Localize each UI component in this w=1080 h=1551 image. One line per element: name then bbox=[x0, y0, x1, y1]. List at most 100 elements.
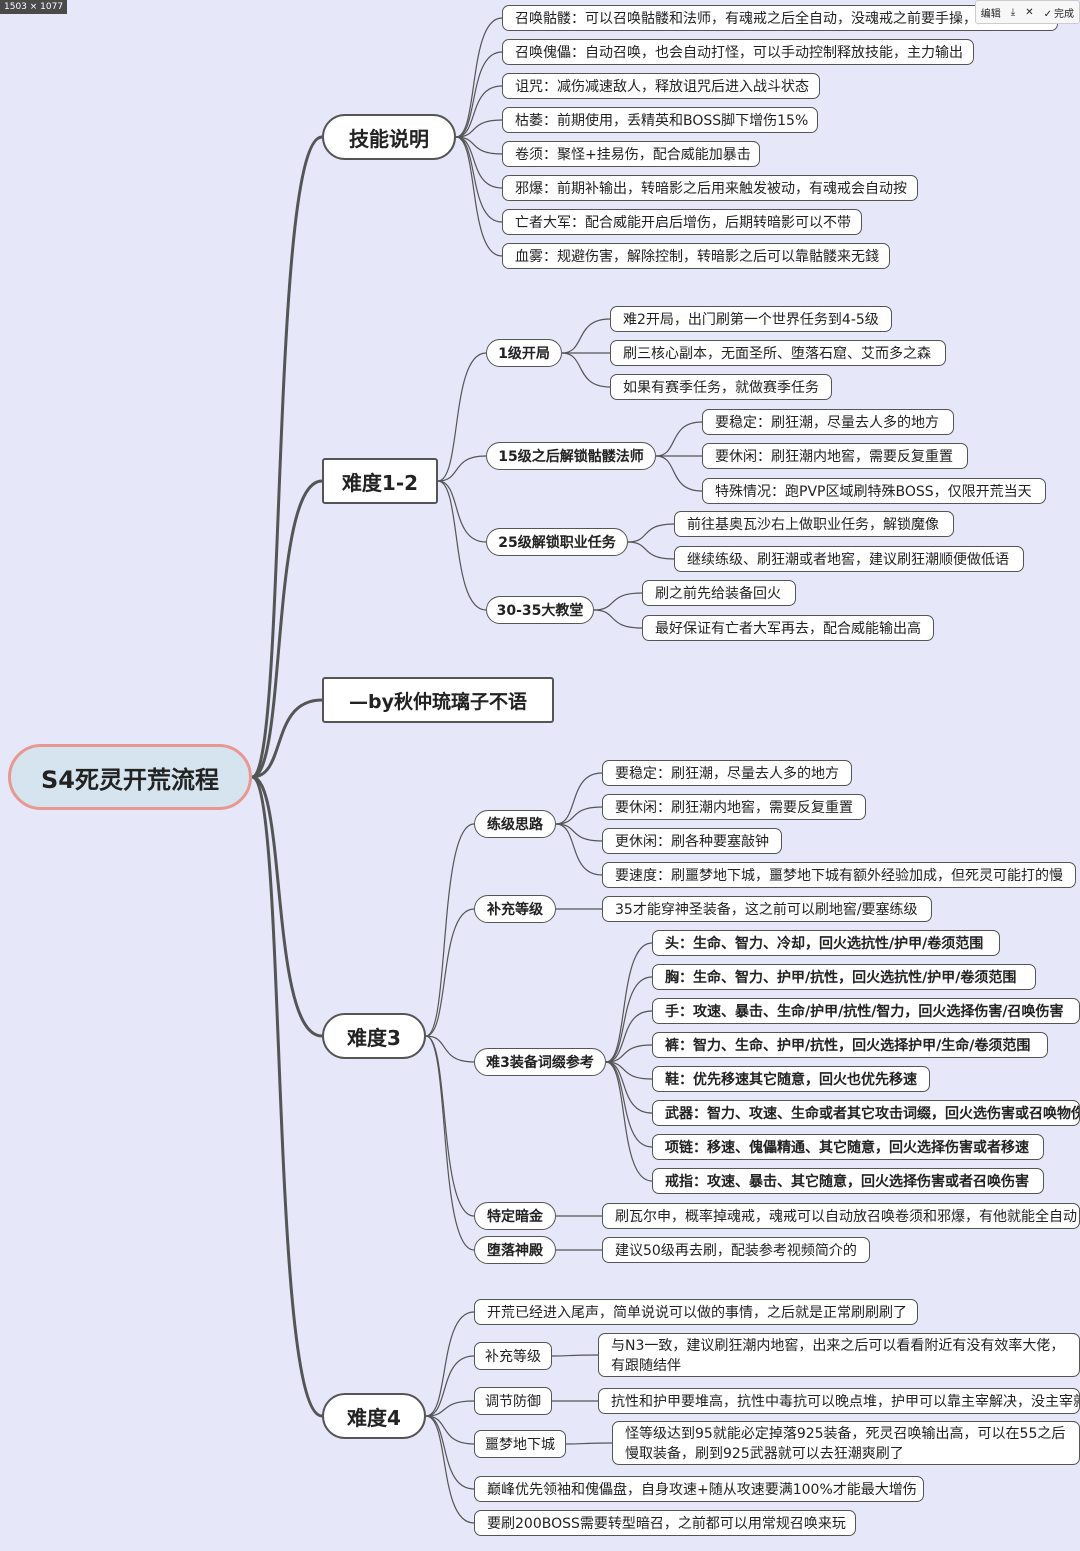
connector-line bbox=[627, 523, 675, 543]
d12-group-cathedral[interactable]: 30-35大教堂 bbox=[486, 596, 594, 624]
connector-line bbox=[455, 136, 503, 155]
d3-item[interactable]: 要稳定：刷狂潮，尽量去人多的地方 bbox=[602, 760, 852, 786]
connector-line bbox=[455, 119, 503, 138]
d4-group-defense[interactable]: 调节防御 bbox=[474, 1387, 552, 1415]
difficulty-4-node[interactable]: 难度4 bbox=[322, 1393, 426, 1439]
connector-line bbox=[555, 823, 603, 842]
connector-line bbox=[437, 480, 487, 543]
connector-line bbox=[425, 1355, 475, 1417]
d3-group-temple[interactable]: 堕落神殿 bbox=[474, 1236, 556, 1264]
edit-button[interactable]: 编辑 bbox=[980, 8, 1001, 20]
d3-item[interactable]: 更休闲：刷各种要塞敲钟 bbox=[602, 828, 782, 854]
connector-line bbox=[425, 1415, 475, 1445]
connector-line bbox=[605, 1061, 653, 1114]
d3-group-affixes[interactable]: 难3装备词缀参考 bbox=[474, 1048, 606, 1076]
d12-item[interactable]: 要休闲：刷狂潮内地窖，需要反复重置 bbox=[702, 443, 968, 469]
skills-node[interactable]: 技能说明 bbox=[322, 114, 456, 160]
connector-line bbox=[425, 1035, 475, 1063]
d3-item[interactable]: 刷瓦尔申，概率掉魂戒，魂戒可以自动放召唤卷须和邪爆，有他就能全自动 bbox=[602, 1203, 1080, 1229]
skill-item[interactable]: 邪爆：前期补输出，转暗影之后用来触发被动，有魂戒会自动按 bbox=[502, 175, 918, 201]
d3-affix-item[interactable]: 戒指：攻速、暴击、其它随意，回火选择伤害或者召唤伤害 bbox=[652, 1168, 1044, 1194]
connector-line bbox=[251, 479, 323, 779]
d3-item[interactable]: 要速度：刷噩梦地下城，噩梦地下城有额外经验加成，但死灵可能打的慢 bbox=[602, 862, 1076, 888]
d12-item[interactable]: 如果有赛季任务，就做赛季任务 bbox=[610, 374, 832, 400]
done-label: 完成 bbox=[1054, 8, 1074, 20]
d3-affix-item[interactable]: 手：攻速、暴击、生命/护甲/抗性/智力，回火选择伤害/召唤伤害 bbox=[652, 998, 1080, 1024]
connector-line bbox=[561, 318, 611, 354]
connector-line bbox=[251, 775, 323, 1038]
connector-line bbox=[425, 1035, 475, 1251]
d3-group-leveling[interactable]: 练级思路 bbox=[474, 810, 556, 838]
connector-line bbox=[437, 480, 487, 611]
d4-item[interactable]: 与N3一致，建议刷狂潮内地窖，出来之后可以看看附近有没有效率大佬，有跟随结伴 bbox=[598, 1333, 1080, 1377]
connector-line bbox=[627, 541, 675, 560]
d12-group-level1[interactable]: 1级开局 bbox=[486, 339, 562, 367]
connector-line bbox=[605, 942, 653, 1063]
skill-item[interactable]: 亡者大军：配合威能开启后增伤，后期转暗影可以不带 bbox=[502, 209, 862, 235]
skill-item[interactable]: 枯萎：前期使用，丢精英和BOSS脚下增伤15% bbox=[502, 107, 818, 133]
connector-line bbox=[455, 85, 503, 138]
d3-affix-item[interactable]: 鞋：优先移速其它随意，回火也优先移速 bbox=[652, 1066, 930, 1092]
connector-line bbox=[655, 421, 703, 457]
connector-line bbox=[561, 352, 611, 388]
d3-affix-item[interactable]: 胸：生命、智力、护甲/抗性，回火选抗性/护甲/卷须范围 bbox=[652, 964, 1036, 990]
d3-affix-item[interactable]: 武器：智力、攻速、生命或者其它攻击词缀，回火选伤害或召唤物伤 bbox=[652, 1100, 1080, 1126]
d4-intro[interactable]: 开荒已经进入尾声，简单说说可以做的事情，之后就是正常刷刷刷了 bbox=[474, 1299, 918, 1325]
skill-item[interactable]: 卷须：聚怪+挂易伤，配合威能加暴击 bbox=[502, 141, 760, 167]
download-icon[interactable]: ⤓ bbox=[1010, 6, 1016, 18]
skill-item[interactable]: 召唤骷髅：可以召唤骷髅和法师，有魂戒之后全自动，没魂戒之前要手操，无魂戒前 bbox=[502, 5, 1058, 31]
connector-line bbox=[425, 908, 475, 1037]
connector-line bbox=[437, 352, 487, 482]
difficulty-3-node[interactable]: 难度3 bbox=[322, 1013, 426, 1059]
d3-group-unique[interactable]: 特定暗金 bbox=[474, 1202, 556, 1230]
d12-item[interactable]: 要稳定：刷狂潮，尽量去人多的地方 bbox=[702, 409, 954, 435]
d12-item[interactable]: 刷之前先给装备回火 bbox=[642, 580, 796, 606]
d3-item[interactable]: 35才能穿神圣装备，这之前可以刷地窖/要塞练级 bbox=[602, 896, 932, 922]
connector-line bbox=[555, 806, 603, 825]
d3-item[interactable]: 建议50级再去刷，配装参考视频简介的 bbox=[602, 1237, 870, 1263]
d12-item[interactable]: 最好保证有亡者大军再去，配合威能输出高 bbox=[642, 615, 934, 641]
connector-line bbox=[455, 17, 503, 138]
connector-line bbox=[425, 1400, 475, 1417]
d3-group-level-supplement[interactable]: 补充等级 bbox=[474, 895, 556, 923]
difficulty-1-2-node[interactable]: 难度1-2 bbox=[322, 458, 438, 504]
d12-item[interactable]: 前往基奥瓦沙右上做职业任务，解锁魔像 bbox=[674, 511, 954, 537]
byline-node[interactable]: —by秋仲琉璃子不语 bbox=[322, 677, 554, 723]
d12-item[interactable]: 特殊情况：跑PVP区域刷特殊BOSS，仅限开荒当天 bbox=[702, 478, 1046, 504]
connector-line bbox=[551, 1354, 599, 1357]
d3-affix-item[interactable]: 头：生命、智力、冷却，回火选抗性/护甲/卷须范围 bbox=[652, 930, 1000, 956]
d4-item[interactable]: 抗性和护甲要堆高，抗性中毒抗可以晚点堆，护甲可以靠主宰解决，没主宰就 bbox=[598, 1388, 1080, 1414]
d3-item[interactable]: 要休闲：刷狂潮内地窖，需要反复重置 bbox=[602, 794, 866, 820]
connector-line bbox=[425, 823, 475, 1037]
root-node[interactable]: S4死灵开荒流程 bbox=[8, 744, 252, 810]
d12-group-level25[interactable]: 25级解锁职业任务 bbox=[486, 528, 628, 556]
d4-group-level[interactable]: 补充等级 bbox=[474, 1342, 552, 1370]
d12-group-level15[interactable]: 15级之后解锁骷髅法师 bbox=[486, 442, 656, 470]
image-toolbar: 编辑 ⤓ ✕ ✓完成 bbox=[974, 0, 1080, 24]
skill-item[interactable]: 血雾：规避伤害，解除控制，转暗影之后可以靠骷髅来无錢 bbox=[502, 243, 890, 269]
d12-item[interactable]: 继续练级、刷狂潮或者地窖，建议刷狂潮顺便做低语 bbox=[674, 546, 1024, 572]
connector-line bbox=[655, 455, 703, 492]
skill-item[interactable]: 召唤傀儡：自动召唤，也会自动打怪，可以手动控制释放技能，主力输出 bbox=[502, 39, 974, 65]
close-icon[interactable]: ✕ bbox=[1025, 6, 1034, 18]
d3-affix-item[interactable]: 项链：移速、傀儡精通、其它随意，回火选择伤害或者移速 bbox=[652, 1134, 1044, 1160]
d4-note[interactable]: 要刷200BOSS需要转型暗召，之前都可以用常规召唤来玩 bbox=[474, 1510, 856, 1536]
connector-line bbox=[605, 1044, 653, 1063]
d3-affix-item[interactable]: 裤：智力、生命、护甲/抗性，回火选择护甲/生命/卷须范围 bbox=[652, 1032, 1048, 1058]
skill-item[interactable]: 诅咒：减伤减速敌人，释放诅咒后进入战斗状态 bbox=[502, 73, 820, 99]
d4-group-nightmare[interactable]: 噩梦地下城 bbox=[474, 1430, 566, 1458]
connector-line bbox=[605, 1061, 653, 1182]
d12-item[interactable]: 刷三核心副本，无面圣所、堕落石窟、艾而多之森 bbox=[610, 340, 946, 366]
dimension-badge: 1503 × 1077 bbox=[0, 0, 68, 14]
d12-item[interactable]: 难2开局，出门刷第一个世界任务到4-5级 bbox=[610, 306, 892, 332]
connector-line bbox=[605, 1010, 653, 1063]
d4-note[interactable]: 巅峰优先领袖和傀儡盘，自身攻速+随从攻速要满100%才能最大增伤 bbox=[474, 1476, 924, 1502]
d4-item[interactable]: 怪等级达到95就能必定掉落925装备，死灵召唤输出高，可以在55之后慢取装备，刷… bbox=[612, 1421, 1080, 1465]
connector-line bbox=[251, 775, 323, 1418]
connector-line bbox=[455, 136, 503, 223]
connector-line bbox=[605, 976, 653, 1063]
connector-line bbox=[593, 609, 643, 629]
done-button[interactable]: ✓完成 bbox=[1039, 5, 1079, 20]
